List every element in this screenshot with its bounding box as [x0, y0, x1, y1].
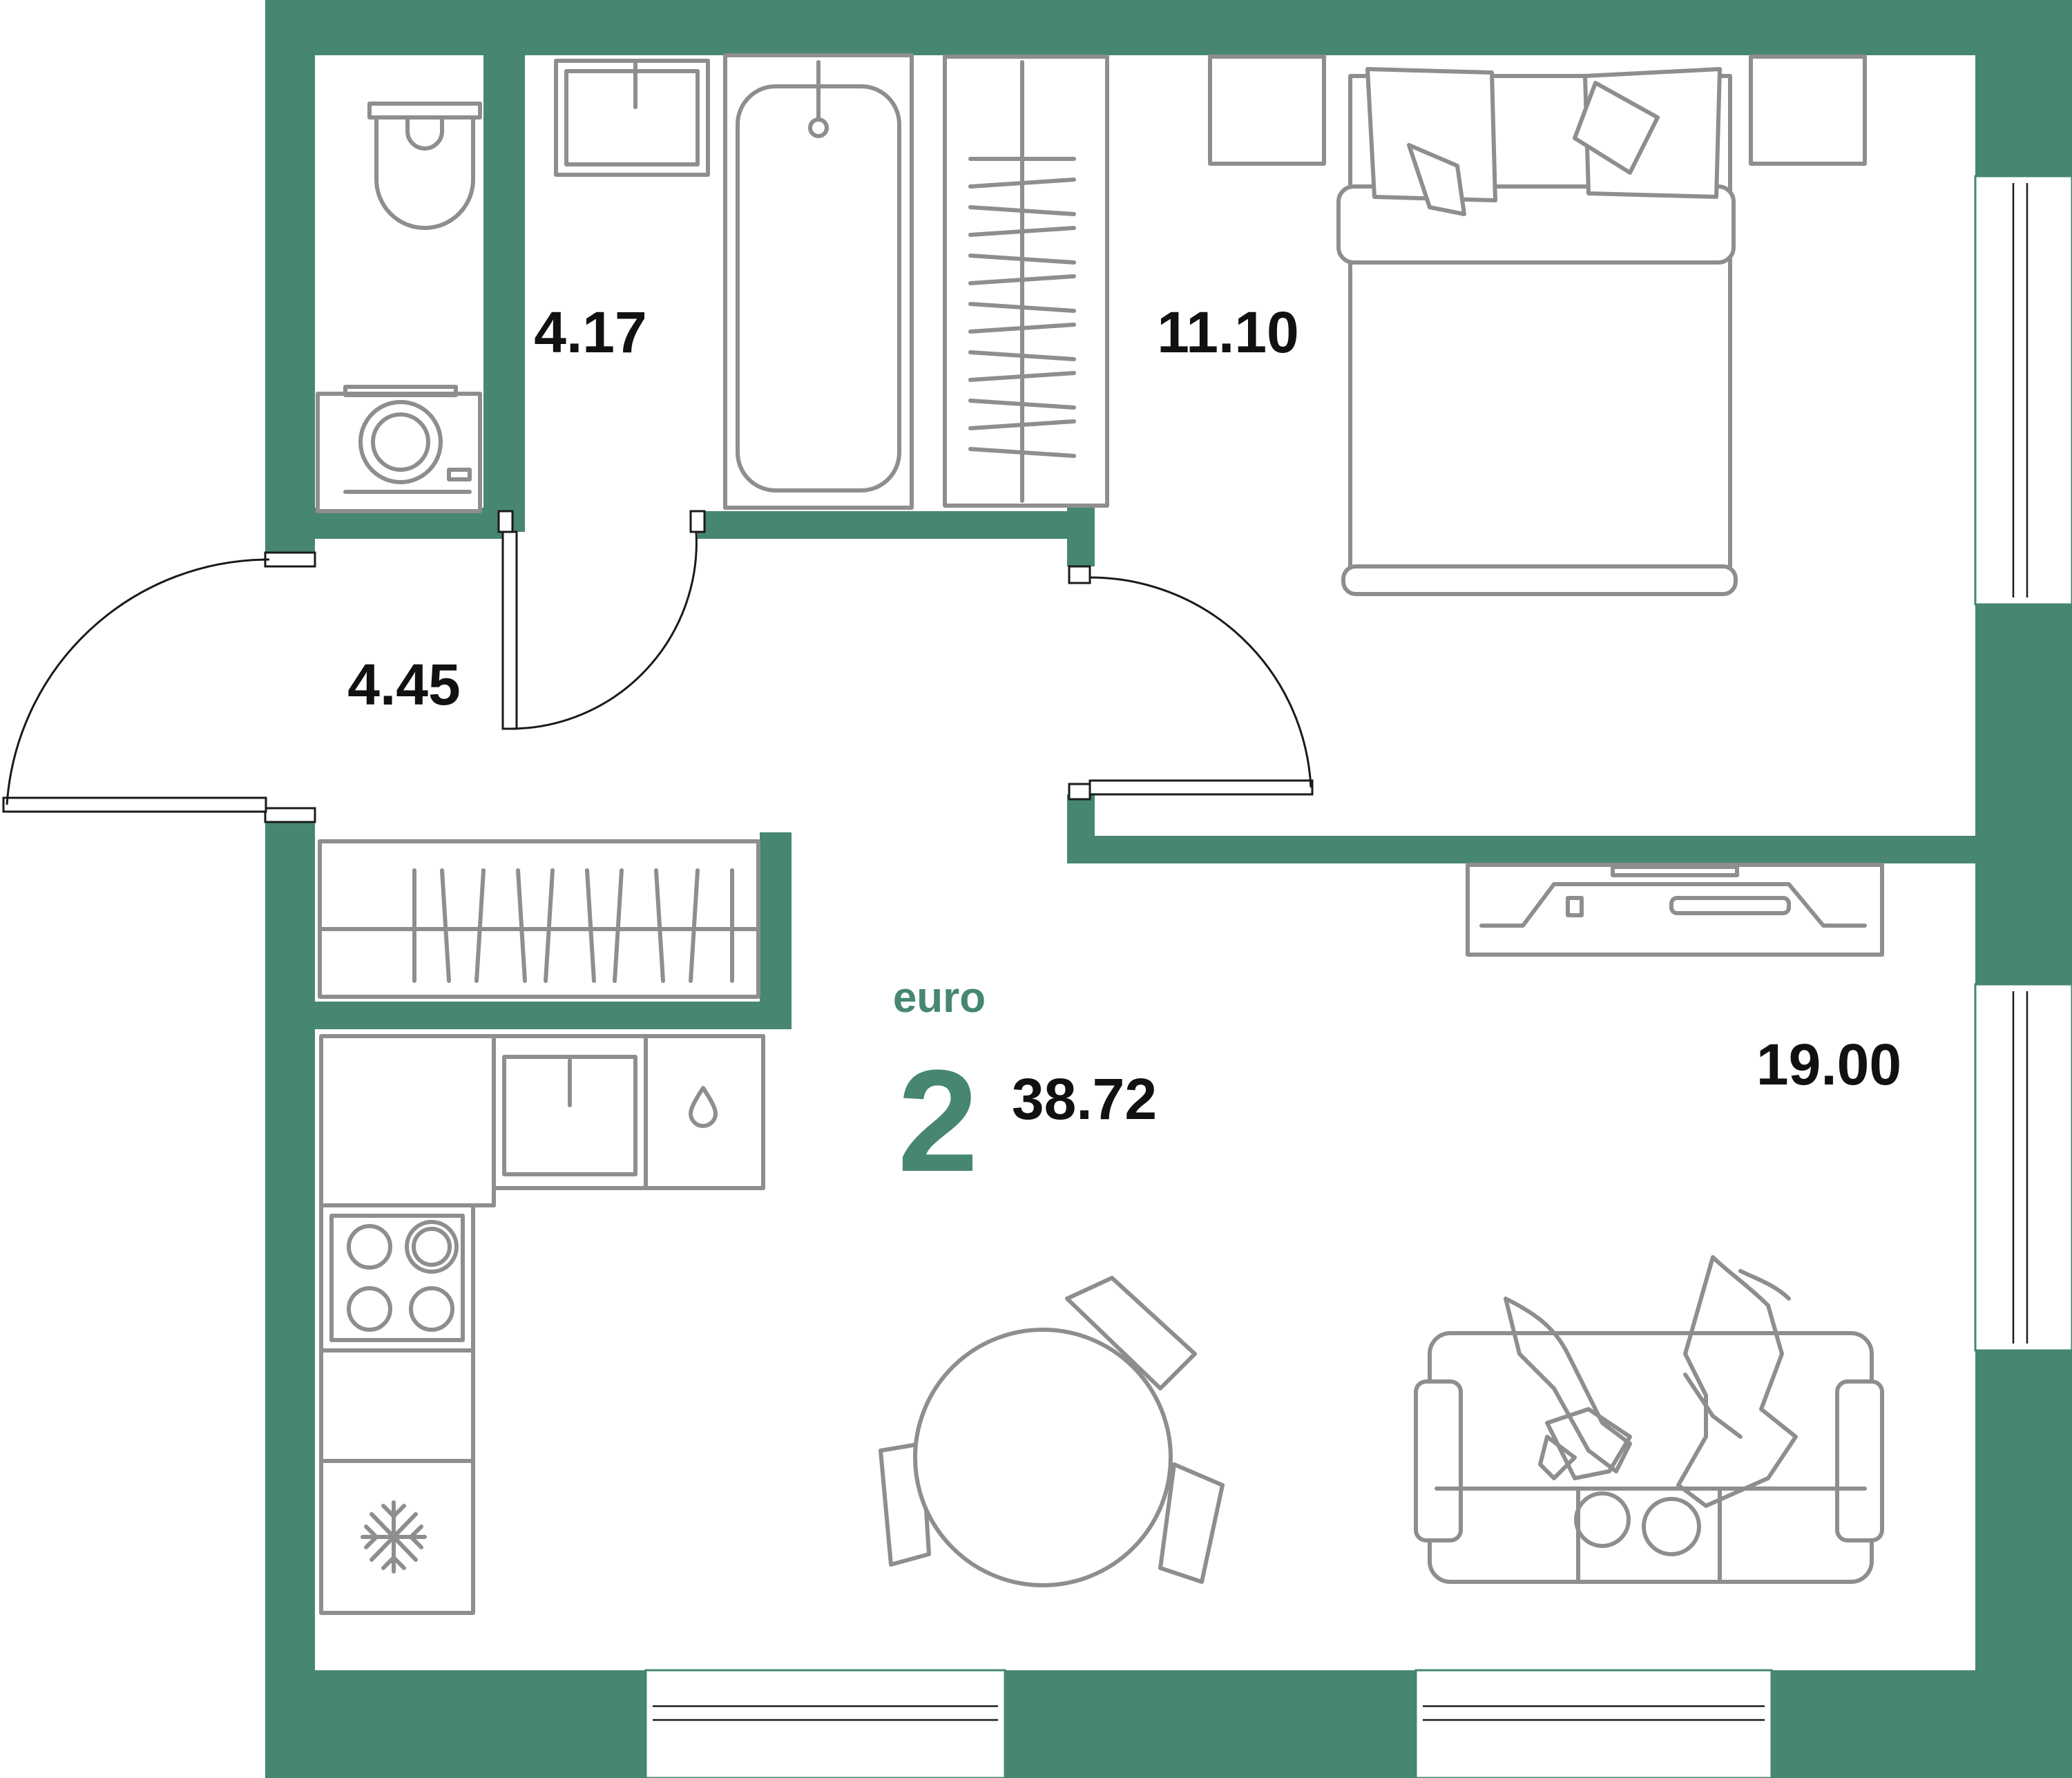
area-hallway: 4.45: [347, 652, 461, 717]
tv-stand: [1466, 863, 1884, 957]
nightstand-left: [1208, 55, 1326, 166]
double-bed: [1336, 67, 1738, 596]
toilet: [367, 102, 482, 230]
area-bedroom: 11.10: [1157, 300, 1299, 365]
dining-table: [913, 1328, 1173, 1587]
apartment-rooms-count: 2: [898, 1040, 979, 1202]
dining-set: [879, 1276, 1225, 1587]
window-living-bottom-right: [1414, 1669, 1773, 1778]
apartment-type-prefix: euro: [893, 974, 986, 1022]
area-living-kitchen: 19.00: [1756, 1032, 1901, 1097]
door-bedroom: [1068, 565, 1314, 801]
windows: [644, 175, 2072, 1778]
kitchen: [319, 1034, 765, 1615]
window-living-side: [1974, 983, 2072, 1352]
people-on-sofa: [1504, 1255, 1798, 1556]
nightstand-right: [1749, 55, 1867, 166]
bedroom-furniture: [943, 55, 1867, 596]
door-bathroom: [497, 510, 706, 730]
area-bathroom: 4.17: [534, 300, 647, 365]
doors: [2, 510, 1314, 823]
window-living-bottom-left: [644, 1669, 1006, 1778]
wardrobe-hallway: [318, 839, 760, 999]
door-entrance: [2, 551, 316, 823]
bathroom-fixtures: [316, 53, 914, 513]
apartment-total-area: 38.72: [1012, 1067, 1157, 1131]
wardrobe-bedroom: [943, 55, 1109, 508]
water-drop-icon: [689, 1086, 718, 1128]
window-bedroom: [1974, 175, 2072, 606]
sofa: [1414, 1331, 1884, 1584]
snowflake-icon: [361, 1500, 427, 1574]
washing-machine: [316, 385, 482, 513]
living-furniture: [1414, 863, 1884, 1584]
